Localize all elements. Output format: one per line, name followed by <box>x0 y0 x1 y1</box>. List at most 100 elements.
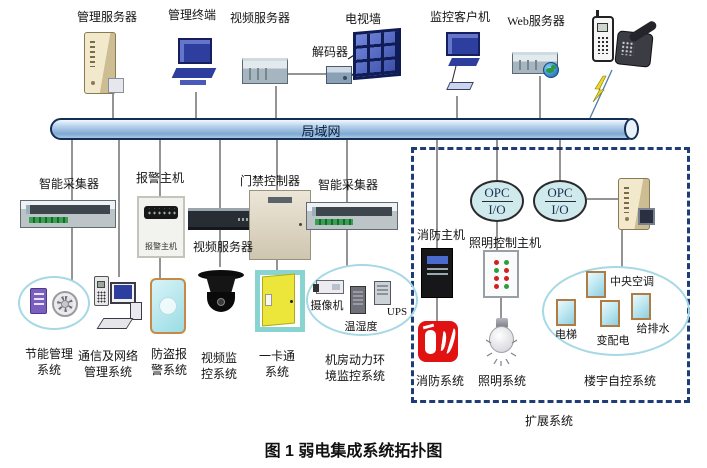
management-terminal-label: 管理终端 <box>167 8 216 22</box>
energy-card-icon <box>30 288 47 314</box>
lightning-icon <box>592 75 607 103</box>
smart-collector-left-icon <box>20 200 116 228</box>
elevator-box-icon <box>556 299 576 326</box>
lan-bus-end-cap <box>624 118 639 140</box>
video-surveillance-label: 视频监控系统 <box>200 351 237 381</box>
power-distribution-box-icon <box>600 300 620 327</box>
alarm-host-label: 报警主机 <box>135 171 184 185</box>
decoder-label: 解码器 <box>311 45 348 59</box>
fire-host-display <box>427 256 448 264</box>
video-server-mid-label: 视频服务器 <box>192 240 253 254</box>
central-ac-label: 中央空调 <box>610 276 654 288</box>
client-pad <box>446 82 474 90</box>
one-card-label: 一卡通系统 <box>258 349 295 379</box>
lighting-system-label: 照明系统 <box>477 374 526 388</box>
smart-collector-right-icon <box>306 202 398 230</box>
tv-wall-label: 电视墙 <box>344 12 381 26</box>
dome-camera-icon <box>198 266 244 318</box>
access-controller-label: 门禁控制器 <box>239 174 300 188</box>
fire-host-panel-lines <box>427 268 448 278</box>
lighting-control-host-label: 照明控制主机 <box>468 236 541 250</box>
alarm-host-display <box>144 206 178 219</box>
dome-camera-body <box>206 276 236 292</box>
opc1-fraction-bar <box>481 200 513 202</box>
energy-mgmt-label: 节能管理系统 <box>24 347 73 377</box>
alarm-host-icon: 报警主机 <box>137 196 185 258</box>
water-supply-label: 给排水 <box>636 323 670 335</box>
cellphone-icon <box>592 10 614 62</box>
fire-host-label: 消防主机 <box>416 228 465 242</box>
comm-network-mgmt-label: 通信及网络管理系统 <box>77 349 138 379</box>
opc2-bottom-text: I/O <box>551 201 569 217</box>
temp-humidity-label: 温湿度 <box>344 321 378 333</box>
burglar-detector-icon <box>150 278 186 334</box>
extinguisher-bottle <box>425 330 436 354</box>
bulb-cap <box>496 318 508 328</box>
fire-system-label: 消防系统 <box>415 374 464 388</box>
tv-wall-icon <box>353 27 401 81</box>
management-terminal-icon <box>170 38 218 94</box>
opc2-fraction-bar <box>544 200 576 202</box>
dome-camera-top <box>198 270 244 280</box>
light-bulb-icon <box>486 318 517 368</box>
elevator-label: 电梯 <box>555 329 577 341</box>
management-server-peripheral-icon <box>108 78 124 93</box>
energy-ellipse <box>18 276 90 330</box>
lighting-control-panel-icon <box>483 250 519 298</box>
figure-caption: 图 1 弱电集成系统拓扑图 <box>264 443 443 460</box>
cellphone-antenna <box>596 10 599 18</box>
door-knob <box>290 300 293 303</box>
opc-io-1: OPC I/O <box>470 180 524 222</box>
alarm-host-device-text: 报警主机 <box>145 242 177 251</box>
lan-bus-label: 局域网 <box>301 124 341 139</box>
video-server-mid-icon <box>188 208 254 230</box>
flame-stroke-2 <box>443 327 458 355</box>
terminal-base <box>171 68 217 78</box>
ups-icon <box>374 281 391 305</box>
client-base <box>448 58 480 66</box>
ups-label: UPS <box>386 306 408 318</box>
terminal-keyboard <box>180 80 206 85</box>
machine-room-camera-icon <box>313 280 344 294</box>
monitoring-client-label: 监控客户机 <box>429 10 490 24</box>
door-lock-plate <box>265 294 272 306</box>
terminal-screen <box>178 38 212 64</box>
energy-meter-icon <box>52 291 78 317</box>
extension-server-monitor-icon <box>638 208 655 225</box>
building-automation-label: 楼宇自控系统 <box>583 374 656 388</box>
video-server-top-icon <box>242 58 288 84</box>
building-automation-ellipse <box>542 266 690 356</box>
burglar-alarm-label: 防盗报警系统 <box>150 347 187 377</box>
web-server-label: Web服务器 <box>507 14 565 28</box>
lighting-panel-indicators <box>491 258 511 290</box>
fire-host-icon <box>421 248 453 298</box>
smart-collector-right-label: 智能采集器 <box>317 178 378 192</box>
opc2-top-text: OPC <box>547 184 573 200</box>
power-distribution-label: 变配电 <box>596 335 630 347</box>
machine-room-camera-label: 摄像机 <box>310 300 344 312</box>
video-server-top-label: 视频服务器 <box>229 11 290 25</box>
decoder-icon <box>326 66 352 84</box>
fire-extinguisher-icon <box>418 321 458 362</box>
smart-collector-left-label: 智能采集器 <box>38 177 99 191</box>
comm-tower-icon <box>130 302 142 320</box>
desk-phone-icon <box>614 19 659 68</box>
dome-camera-lens <box>217 298 225 306</box>
opc-io-2: OPC I/O <box>533 180 587 222</box>
water-supply-box-icon <box>631 293 651 320</box>
extension-box-label: 扩展系统 <box>524 414 573 428</box>
opc1-bottom-text: I/O <box>488 201 506 217</box>
globe-icon <box>543 62 559 78</box>
bulb-rays <box>486 339 517 366</box>
phone-keypad <box>620 40 635 56</box>
management-server-label: 管理服务器 <box>76 10 137 24</box>
monitoring-client-icon <box>440 32 488 92</box>
machine-room-env-label: 机房动力环境监控系统 <box>324 353 385 383</box>
extension-system-box <box>411 147 690 403</box>
temp-humidity-icon <box>350 286 366 314</box>
comm-cellphone-icon <box>94 276 109 306</box>
comm-monitor-icon <box>110 282 136 304</box>
bulb-glass <box>489 326 514 353</box>
